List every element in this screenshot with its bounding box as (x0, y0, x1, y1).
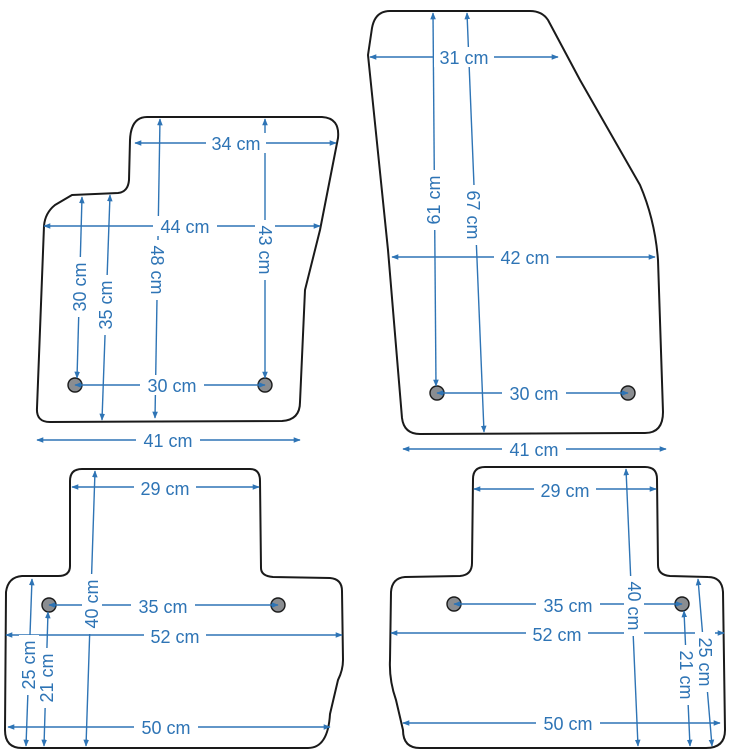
front-left-bottom-width-label: 41 cm (143, 431, 192, 451)
rear-left-mid-width-label: 52 cm (150, 627, 199, 647)
front-left-mat: 34 cm 44 cm 48 cm 43 cm 30 cm 35 cm 30 c… (35, 116, 340, 451)
front-left-top-width-label: 34 cm (211, 134, 260, 154)
rear-right-holes-label: 35 cm (543, 596, 592, 616)
front-left-height-48-label: 48 cm (147, 245, 167, 294)
front-left-holes-label: 30 cm (147, 376, 196, 396)
front-left-height-35-label: 35 cm (96, 280, 116, 329)
rear-left-bottom-width-label: 50 cm (141, 718, 190, 738)
rear-right-height-40-label: 40 cm (624, 581, 644, 630)
front-left-mid-width-label: 44 cm (160, 217, 209, 237)
front-right-mat: 31 cm 61 cm 67 cm 42 cm 30 cm 41 cm (367, 10, 667, 460)
rear-right-top-width-label: 29 cm (540, 481, 589, 501)
rear-left-height-40-label: 40 cm (82, 579, 102, 628)
front-right-bottom-width-label: 41 cm (509, 440, 558, 460)
rear-left-top-width-label: 29 cm (140, 479, 189, 499)
front-left-height-43-label: 43 cm (255, 225, 275, 274)
rear-right-bottom-width-label: 50 cm (543, 714, 592, 734)
front-right-mid-width-label: 42 cm (500, 248, 549, 268)
rear-left-height-21-label: 21 cm (37, 653, 57, 702)
rear-right-mid-width-label: 52 cm (532, 625, 581, 645)
rear-right-height-21-label: 21 cm (676, 650, 696, 699)
rear-left-mat: 29 cm 40 cm 35 cm 52 cm 25 cm 21 cm 50 c… (4, 468, 344, 749)
rear-right-height-25-label: 25 cm (695, 637, 715, 686)
front-right-holes-label: 30 cm (509, 384, 558, 404)
rear-left-height-25-label: 25 cm (19, 640, 39, 689)
rear-left-holes-label: 35 cm (138, 597, 187, 617)
front-left-height-30-label: 30 cm (70, 262, 90, 311)
front-right-top-width-label: 31 cm (439, 48, 488, 68)
rear-right-mat: 29 cm 40 cm 35 cm 52 cm 25 cm 21 cm 50 c… (388, 466, 726, 749)
front-right-height-61-label: 61 cm (424, 175, 444, 224)
front-right-mat-outline (367, 10, 664, 435)
front-right-height-67-label: 67 cm (463, 190, 483, 239)
